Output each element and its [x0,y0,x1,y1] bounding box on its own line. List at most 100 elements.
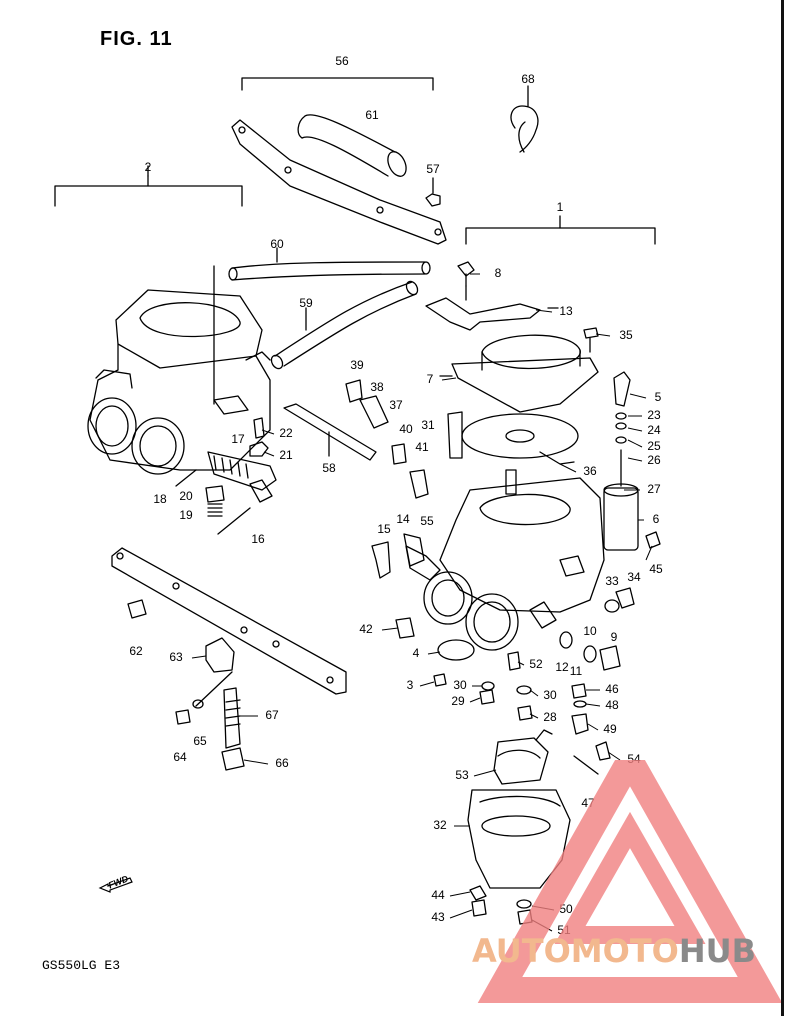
fuel-pipe-bracket [231,119,447,245]
model-code: GS550LG E3 [42,958,121,973]
fwd-arrow-icon: FWD [98,874,134,894]
callout-label-c55: 55 [420,514,434,528]
callout-label-c41: 41 [415,440,429,454]
callout-label-c57: 57 [426,162,440,176]
linkage-small-parts [127,599,245,771]
callout-label-c32: 32 [433,818,447,832]
callout-leader-c53 [473,769,497,777]
callout-leader-c25 [627,439,643,448]
callout-leader-c44 [449,891,471,897]
callout-label-c35: 35 [619,328,633,342]
callout-label-c60: 60 [270,237,284,251]
linkage-parts-left [175,417,277,535]
callout-label-c9: 9 [611,630,618,644]
callout-label-c62: 62 [129,644,143,658]
callout-leader-c4 [427,651,441,655]
callout-leader-c22 [261,429,275,435]
watermark-text: AUTOMOTOHUB [472,932,756,970]
drain-hose-60 [228,247,431,281]
callout-label-c43: 43 [431,910,445,924]
callout-label-c48: 48 [605,698,619,712]
callout-leader-c42 [381,627,399,631]
callout-label-c63: 63 [169,650,183,664]
callout-leader-c29 [469,697,481,703]
bracket-2 [54,175,243,207]
watermark-logo-icon [477,760,783,1003]
callout-label-c31: 31 [421,418,435,432]
carburetor-assembly-left [87,165,271,475]
callout-leader-c45 [645,545,653,561]
callout-label-c3: 3 [407,678,414,692]
callout-label-c20: 20 [179,489,193,503]
callout-label-c12: 12 [555,660,569,674]
callout-leader-c26 [627,457,643,462]
callout-label-c34: 34 [627,570,641,584]
callout-label-c4: 4 [413,646,420,660]
callout-label-c13: 13 [559,304,573,318]
callout-leader-c35 [595,333,611,337]
callout-leader-c13 [535,309,553,313]
callout-label-c46: 46 [605,682,619,696]
callout-label-c45: 45 [649,562,663,576]
callout-label-c65: 65 [193,734,207,748]
callout-leader-c24 [627,427,643,432]
callout-label-c39: 39 [350,358,364,372]
callout-leader-c43 [449,909,473,919]
callout-leader-c63 [191,655,207,659]
callout-label-c2: 2 [145,160,152,174]
figure-title: FIG. 11 [100,28,173,50]
callout-label-c44: 44 [431,888,445,902]
callout-leader-c30b [529,689,539,697]
callout-label-c5: 5 [655,390,662,404]
callout-leader-c48 [585,703,601,707]
callout-label-c29: 29 [451,694,465,708]
diaphragm-36 [461,413,579,465]
callout-label-c66: 66 [275,756,289,770]
vent-hose-61 [297,114,407,177]
callout-label-c6: 6 [653,512,660,526]
callout-leader-c66 [243,759,269,765]
choke-plunger-parts [283,379,463,499]
callout-leader-c7 [441,377,457,381]
callout-label-c16: 16 [251,532,265,546]
bracket-56 [241,77,434,91]
callout-label-c30b: 30 [543,688,557,702]
callout-leader-c21 [263,451,275,457]
callout-leader-c3 [419,681,435,687]
callout-label-c24: 24 [647,423,661,437]
callout-label-c14: 14 [396,512,410,526]
callout-leader-c36 [559,463,577,473]
callout-label-c52: 52 [529,657,543,671]
throttle-linkage-rod [111,547,347,695]
plate-13 [425,285,559,331]
callout-label-c8: 8 [495,266,502,280]
jet-needle-parts [603,371,639,551]
callout-label-c38: 38 [370,380,384,394]
callout-label-c58: 58 [322,461,336,475]
callout-label-c21: 21 [279,448,293,462]
callout-label-c7: 7 [427,372,434,386]
callout-label-c10: 10 [583,624,597,638]
callout-label-c33: 33 [605,574,619,588]
callout-label-c49: 49 [603,722,617,736]
callout-label-c30a: 30 [453,678,467,692]
screw-8 [457,261,475,287]
small-parts-right [371,531,661,775]
callout-label-c11: 11 [570,664,583,678]
clip-68 [510,85,539,153]
callout-leader-c28 [529,713,539,719]
callout-leader-c5 [629,393,647,399]
watermark-text-b: HUB [678,932,757,970]
callout-label-c19: 19 [179,508,193,522]
carburetor-assembly-right [405,469,605,651]
callout-label-c61: 61 [365,108,379,122]
drain-hose-59 [270,280,419,370]
callout-label-c40: 40 [399,422,413,436]
callout-label-c59: 59 [299,296,313,310]
screw-35 [583,327,599,353]
bracket-1 [465,215,656,245]
callout-label-c64: 64 [173,750,187,764]
callout-label-c17: 17 [231,432,245,446]
callout-label-c18: 18 [153,492,167,506]
